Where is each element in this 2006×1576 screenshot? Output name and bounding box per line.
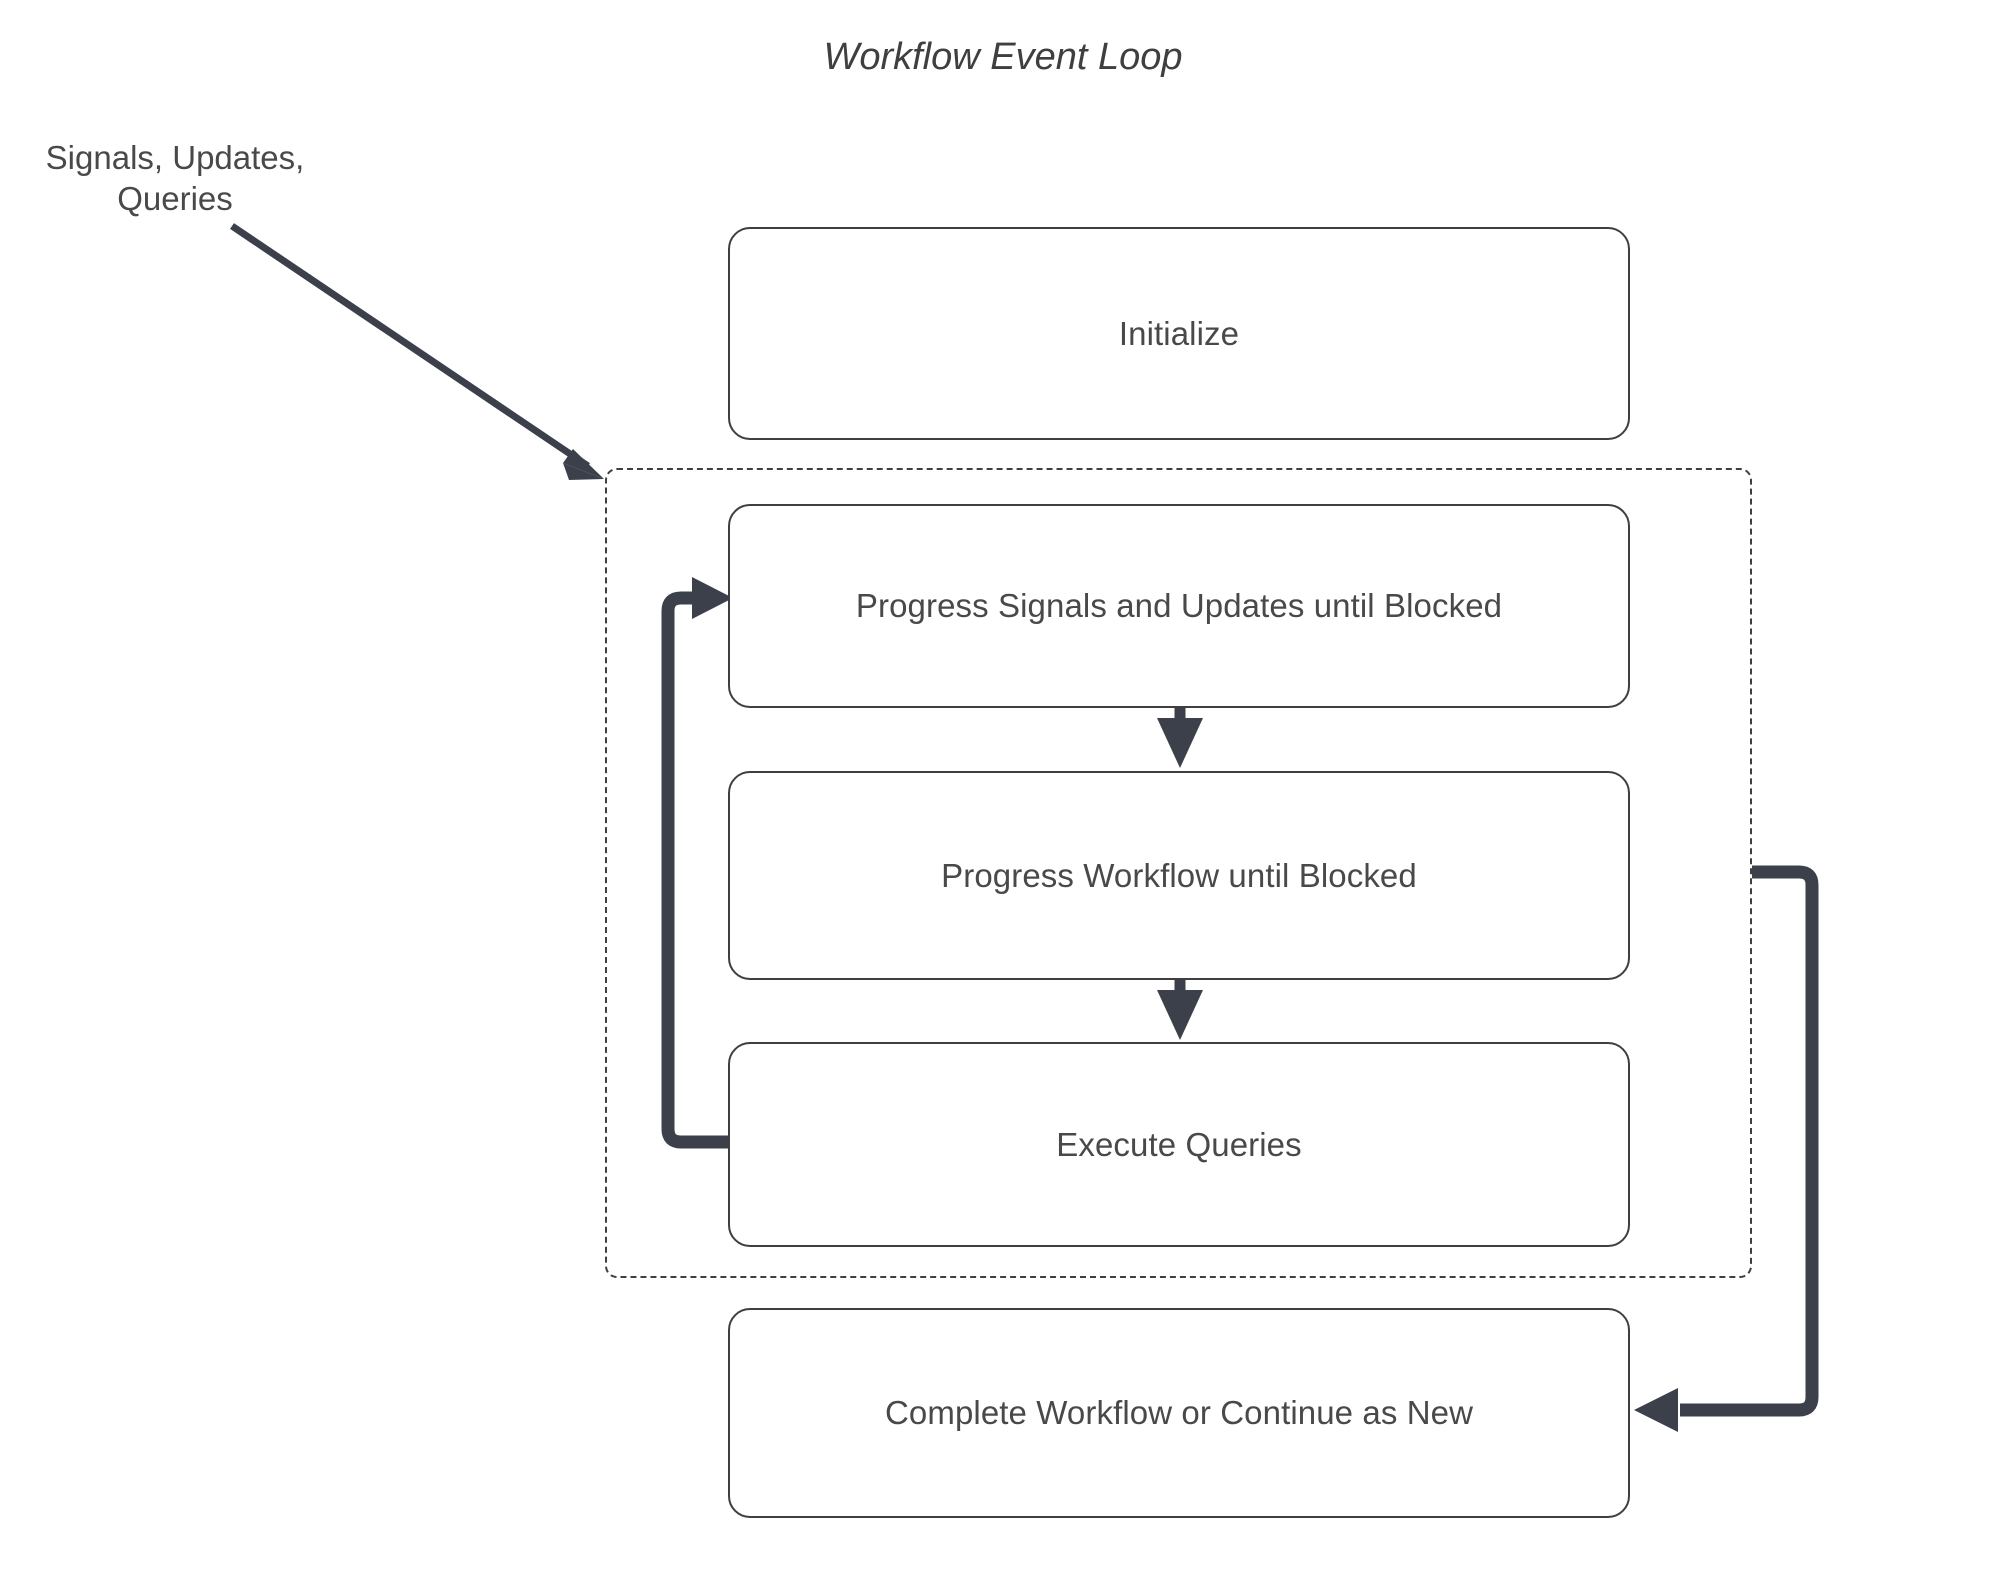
page-title: Workflow Event Loop: [823, 36, 1183, 78]
node-execute-queries[interactable]: Execute Queries: [728, 1042, 1630, 1247]
external-input-label-line2: Queries: [117, 179, 233, 217]
node-progress-signals-and-updates-label: Progress Signals and Updates until Block…: [855, 587, 1503, 625]
node-progress-signals-and-updates[interactable]: Progress Signals and Updates until Block…: [728, 504, 1630, 708]
node-progress-workflow-label: Progress Workflow until Blocked: [941, 856, 1417, 894]
event-loop-group: [605, 468, 1752, 1278]
node-initialize-label: Initialize: [1118, 314, 1240, 352]
external-input-label-line1: Signals, Updates,: [45, 139, 305, 176]
external-input-label: Signals, Updates, Queries: [10, 138, 340, 220]
node-complete-workflow-label: Complete Workflow or Continue as New: [884, 1394, 1474, 1432]
node-execute-queries-label: Execute Queries: [1056, 1125, 1302, 1163]
node-progress-workflow[interactable]: Progress Workflow until Blocked: [728, 771, 1630, 980]
node-complete-workflow[interactable]: Complete Workflow or Continue as New: [728, 1308, 1630, 1518]
node-initialize[interactable]: Initialize: [728, 227, 1630, 440]
edge-external-input-to-group: [230, 223, 604, 480]
